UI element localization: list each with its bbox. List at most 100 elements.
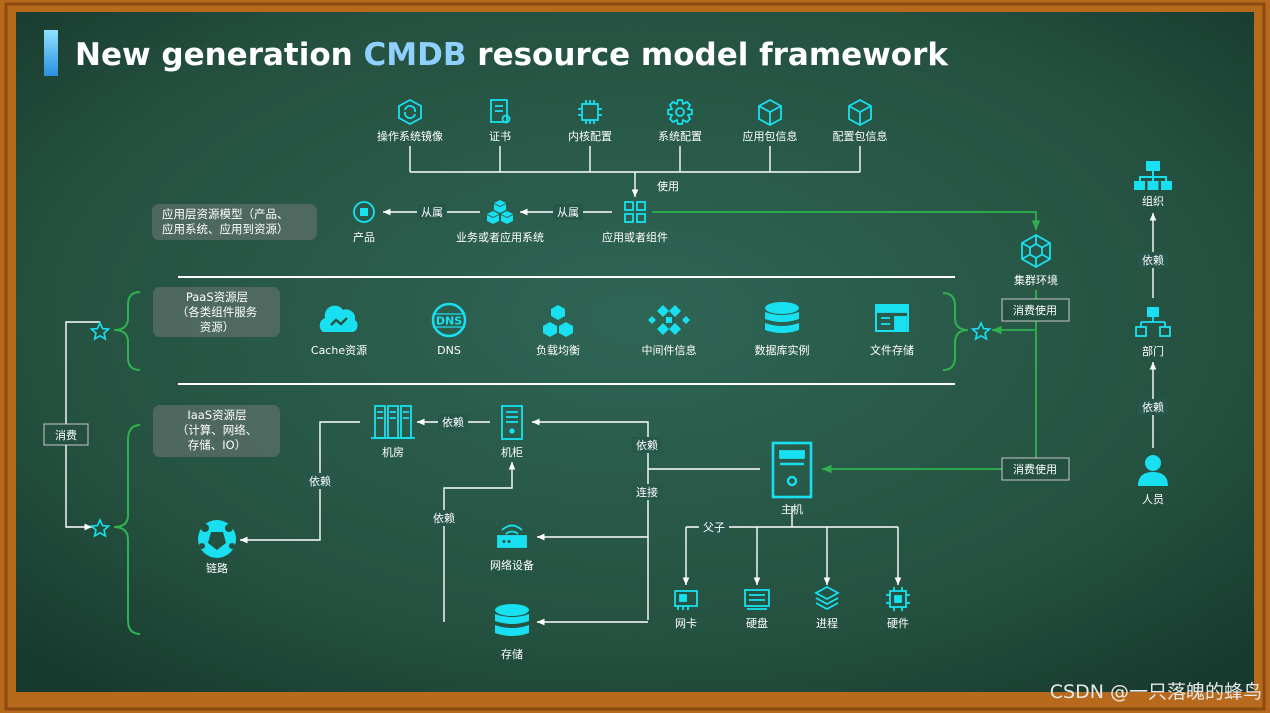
product-label: 产品	[353, 230, 375, 244]
page-title: New generation CMDB resource model frame…	[75, 37, 949, 73]
product-icon	[353, 201, 375, 223]
use-label: 使用	[657, 180, 679, 193]
watermark: CSDN @一只落魄的蜂鸟	[1050, 681, 1262, 703]
chip-icon	[578, 100, 602, 124]
paas-layer-title-line1: PaaS资源层	[186, 290, 248, 304]
title-cmdb: CMDB	[364, 37, 467, 73]
dns-icon: DNS	[431, 302, 467, 338]
cabinet-label: 机柜	[501, 445, 523, 459]
host-icon	[771, 441, 813, 499]
dept-icon	[1135, 307, 1171, 337]
person-label: 人员	[1142, 493, 1164, 506]
consume-box	[43, 423, 89, 446]
refresh-box-icon	[398, 98, 422, 126]
link-label: 链路	[206, 561, 228, 575]
title-rest: resource model framework	[467, 37, 950, 73]
org-depend-label-2: 依赖	[1142, 401, 1164, 414]
braces	[113, 291, 969, 635]
node-labels: 操作系统镜像 证书 内核配置 系统配置 应用包信息 配置包信息 产品 业务或者应…	[206, 129, 1164, 661]
cluster-label: 集群环境	[1014, 273, 1058, 287]
gear-icon	[667, 99, 693, 125]
nic-icon	[674, 590, 698, 610]
star-icon-paas-right	[970, 321, 992, 341]
cloud-icon	[319, 305, 358, 332]
parent-child-label: 父子	[703, 521, 725, 534]
depend-label-storage: 依赖	[433, 512, 455, 525]
middleware-icon	[648, 305, 690, 335]
component-icon	[624, 201, 646, 223]
consume-use-box-paas	[1001, 298, 1070, 322]
paas-item-label-3: 中间件信息	[642, 343, 697, 357]
package-icon-app	[758, 98, 782, 127]
consume-use-box-iaas	[1001, 457, 1070, 481]
child-label-3: 硬件	[887, 617, 909, 630]
storage-icon	[495, 604, 529, 636]
room-icon	[371, 405, 415, 439]
title-new: New generation	[75, 37, 364, 73]
network-device-icon	[497, 524, 527, 548]
depend-label-link: 依赖	[309, 475, 331, 488]
depend-label-host-cabinet: 依赖	[636, 439, 658, 452]
config-item-label-4: 应用包信息	[743, 129, 798, 143]
icons: DNS	[198, 98, 1172, 636]
storage-label: 存储	[501, 647, 523, 661]
iaas-layer-title-box	[153, 405, 280, 457]
app-layer-title-line2: 应用系统、应用到资源）	[162, 222, 289, 236]
host-label: 主机	[781, 502, 803, 516]
cluster-icon	[1021, 233, 1051, 269]
app-layer-title-line1: 应用层资源模型（产品、	[162, 207, 289, 221]
network-device-label: 网络设备	[490, 558, 534, 572]
paas-item-label-4: 数据库实例	[755, 343, 810, 357]
business-system-label: 业务或者应用系统	[456, 230, 544, 244]
connect-label: 连接	[636, 486, 658, 499]
depend-label-cabinet-room: 依赖	[442, 416, 464, 429]
child-label-2: 进程	[816, 617, 838, 630]
dept-label: 部门	[1142, 344, 1164, 358]
consume-use-label-paas: 消费使用	[1013, 303, 1057, 317]
iaas-layer-title-line1: IaaS资源层	[187, 408, 246, 422]
component-label: 应用或者组件	[602, 230, 668, 244]
paas-layer-title-line2: （各类组件服务	[177, 305, 258, 319]
package-icon-config	[848, 98, 872, 127]
org-label: 组织	[1142, 194, 1164, 208]
config-item-label-0: 操作系统镜像	[377, 129, 443, 143]
connectors	[65, 146, 1157, 626]
child-label-0: 网卡	[675, 617, 697, 630]
board-surface	[16, 12, 1254, 692]
paas-item-label-1: DNS	[437, 344, 461, 357]
iaas-layer-title-line3: 存储、IO）	[188, 438, 246, 452]
star-icon-iaas-left	[89, 518, 111, 538]
certificate-icon	[490, 99, 511, 124]
config-item-label-1: 证书	[489, 130, 511, 143]
business-system-icon	[487, 200, 513, 224]
brace-iaas-left	[113, 424, 141, 635]
person-icon	[1138, 455, 1168, 486]
app-layer-title-box	[152, 204, 317, 240]
paas-layer-title-box	[153, 287, 280, 337]
load-balancer-icon	[543, 305, 573, 337]
room-label: 机房	[382, 445, 404, 459]
disk-icon	[744, 589, 770, 610]
child-label-1: 硬盘	[746, 616, 768, 630]
iaas-layer-title-line2: （计算、网络、	[177, 423, 258, 437]
config-item-label-3: 系统配置	[658, 130, 702, 143]
paas-item-label-2: 负载均衡	[536, 343, 580, 357]
svg-text:DNS: DNS	[436, 315, 462, 328]
database-icon	[765, 302, 799, 333]
org-depend-label-1: 依赖	[1142, 254, 1164, 267]
config-item-label-5: 配置包信息	[833, 129, 888, 143]
edge-labels: 使用 从属 从属 依赖 依赖 连接 依赖 依赖 父子 依赖 依赖	[305, 180, 1168, 535]
brace-paas-left	[113, 291, 141, 371]
process-icon	[814, 585, 840, 611]
star-icon-paas-left	[89, 321, 111, 341]
link-icon	[198, 520, 236, 558]
belong-label-1: 从属	[557, 206, 579, 219]
org-icon	[1134, 161, 1172, 190]
consume-label: 消费	[55, 428, 77, 442]
brace-paas-right	[942, 292, 969, 371]
paas-item-label-5: 文件存储	[870, 343, 914, 357]
consume-use-label-iaas: 消费使用	[1013, 462, 1057, 476]
hardware-icon	[886, 587, 910, 611]
